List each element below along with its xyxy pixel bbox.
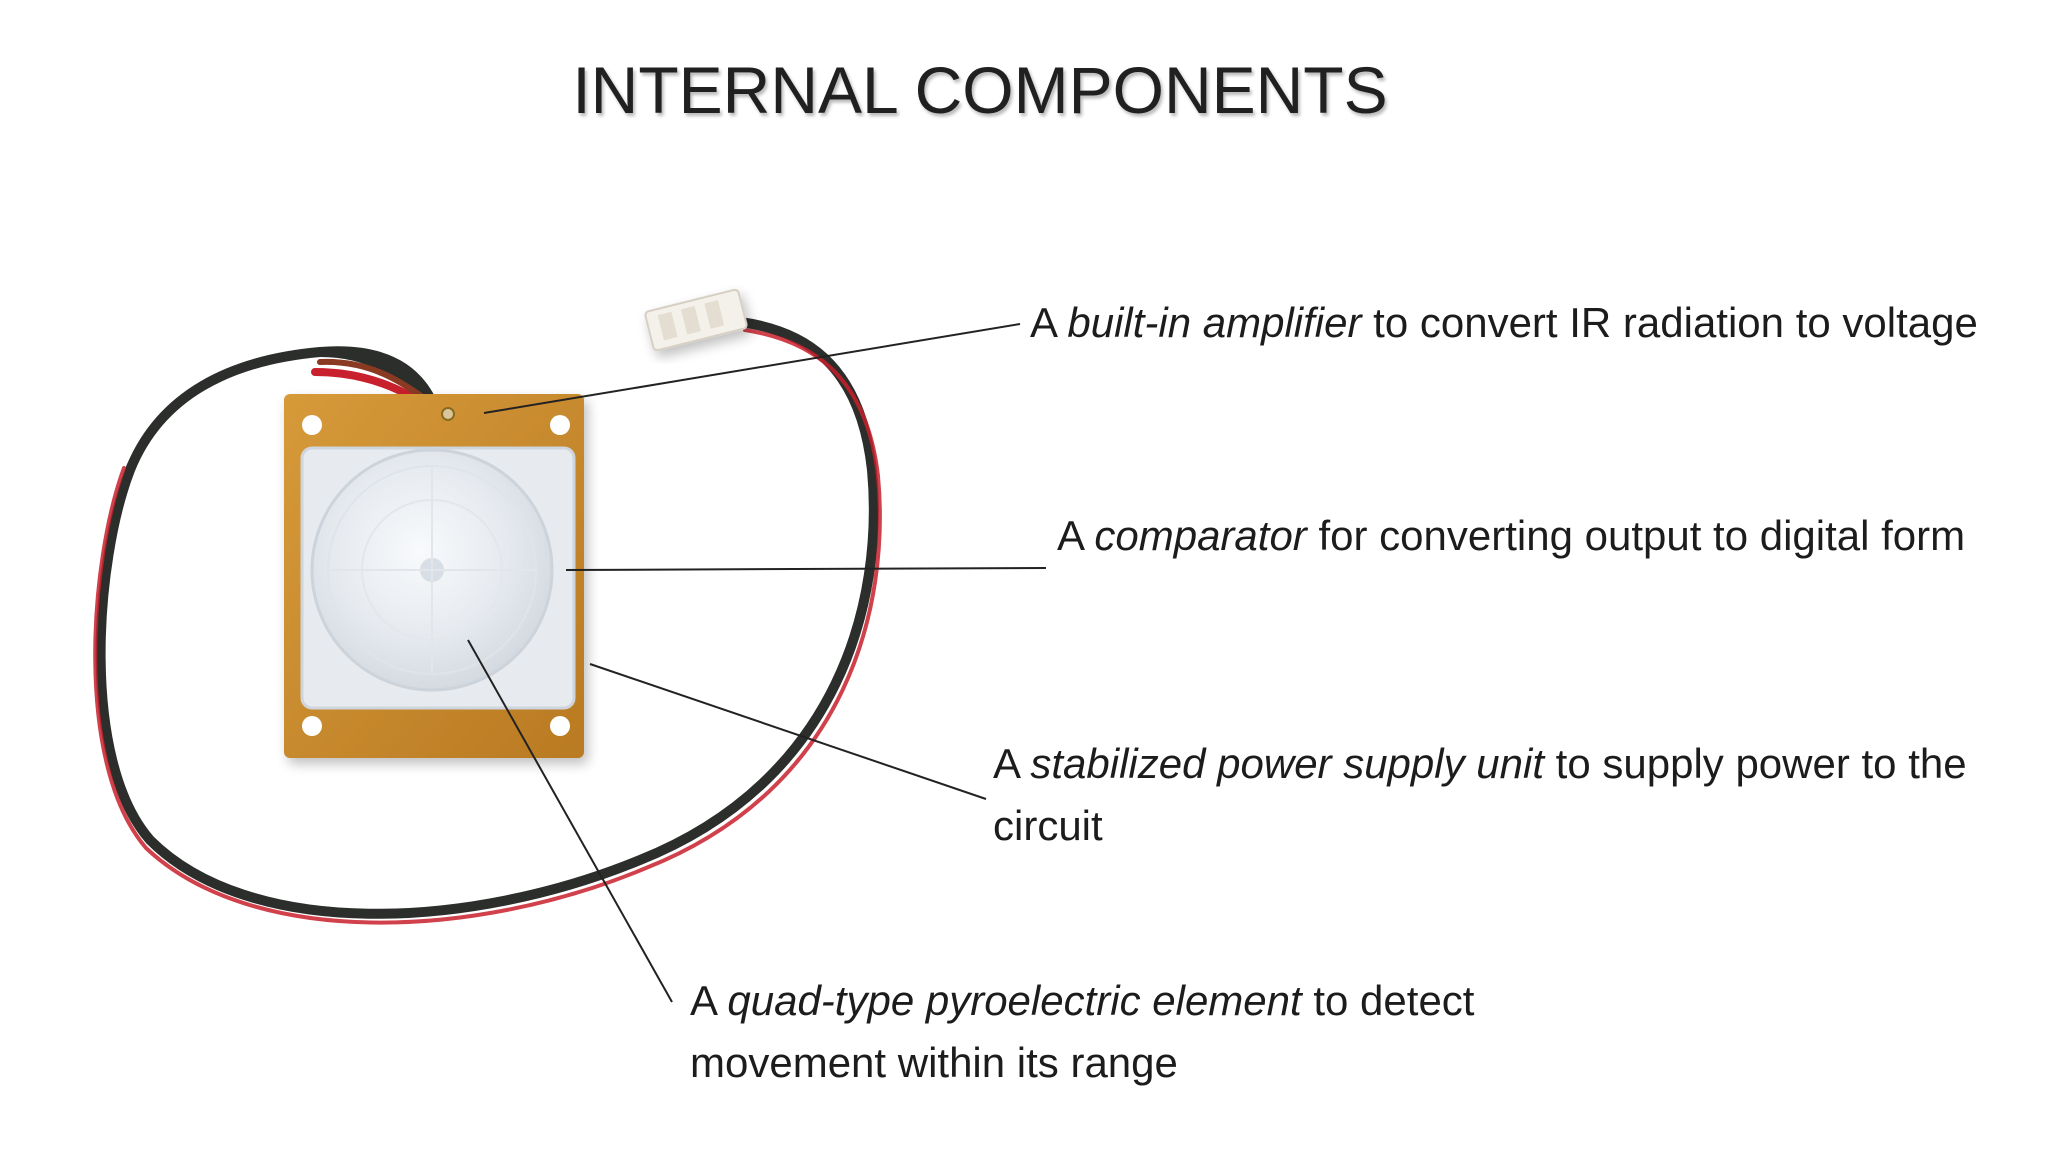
callout-suffix: to convert IR radiation to voltage bbox=[1361, 299, 1978, 346]
fresnel-lens bbox=[300, 446, 576, 710]
leader-line-pyro bbox=[467, 639, 673, 1003]
callout-amplifier: A built-in amplifier to convert IR radia… bbox=[1030, 292, 2030, 354]
callout-suffix: to supply power to the circuit bbox=[993, 740, 1967, 849]
callout-suffix: for converting output to digital form bbox=[1306, 512, 1966, 559]
leader-lines bbox=[467, 323, 1047, 1003]
callout-pyroelectric: A quad-type pyroelectric element to dete… bbox=[690, 970, 1650, 1094]
callout-emphasis: stabilized power supply unit bbox=[1030, 740, 1544, 787]
callout-prefix: A bbox=[1030, 299, 1068, 346]
callout-prefix: A bbox=[993, 740, 1031, 787]
callout-power-supply: A stabilized power supply unit to supply… bbox=[993, 733, 1993, 857]
leader-line-power bbox=[589, 663, 987, 800]
leader-line-amplifier bbox=[483, 323, 1021, 414]
mount-hole-top-left bbox=[302, 415, 322, 435]
mount-hole-bottom-right bbox=[550, 716, 570, 736]
sensor-cable bbox=[93, 317, 882, 925]
mount-hole-bottom-left bbox=[302, 716, 322, 736]
callout-prefix: A bbox=[690, 977, 728, 1024]
callout-comparator: A comparator for converting output to di… bbox=[1057, 505, 2017, 567]
callout-emphasis: quad-type pyroelectric element bbox=[727, 977, 1302, 1024]
callout-suffix: to detect movement within its range bbox=[690, 977, 1475, 1086]
leader-line-comparator bbox=[565, 567, 1047, 571]
jst-connector bbox=[644, 288, 748, 352]
callout-emphasis: built-in amplifier bbox=[1067, 299, 1362, 346]
callout-emphasis: comparator bbox=[1094, 512, 1307, 559]
callout-prefix: A bbox=[1057, 512, 1095, 559]
slide-title: INTERNAL COMPONENTS bbox=[572, 53, 1388, 127]
mount-hole-top-right bbox=[550, 415, 570, 435]
